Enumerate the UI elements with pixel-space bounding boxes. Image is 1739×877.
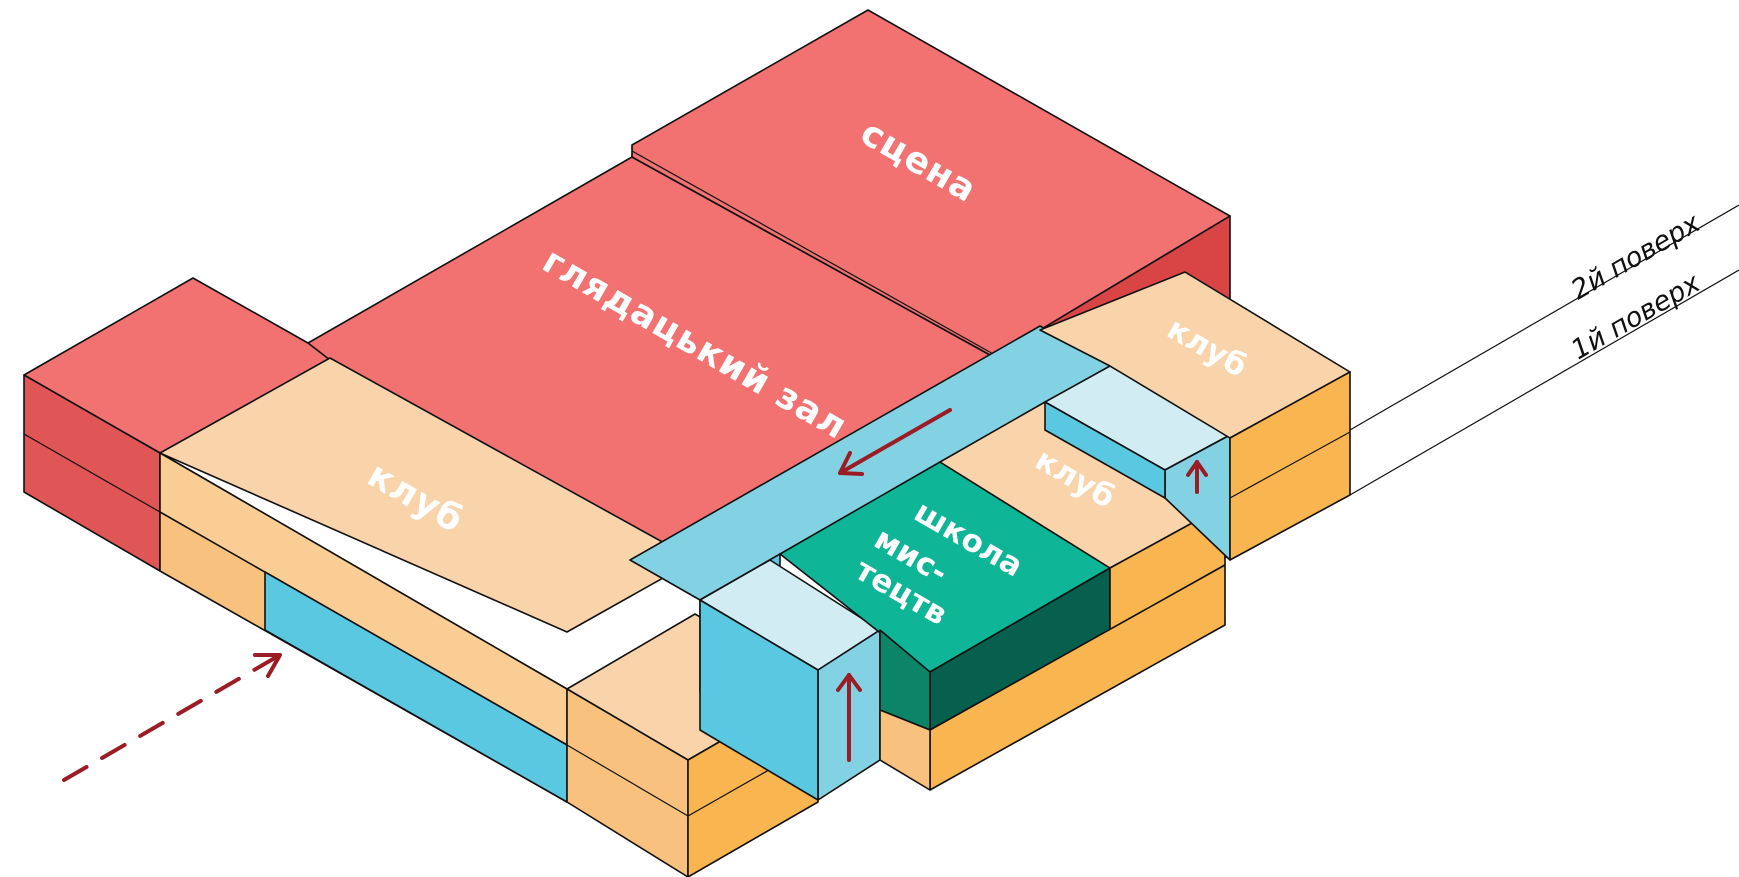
floor-2-line [1349, 204, 1739, 431]
circulation-arrows [62, 408, 1208, 782]
entrance-approach-dashed [62, 653, 282, 782]
gallery-arrow [838, 408, 952, 475]
club-right-mid-volume [879, 401, 1226, 791]
school-volume [779, 461, 1111, 731]
stair-right-arrowhead [1186, 460, 1208, 477]
club-right-mid-low-side [879, 709, 931, 791]
stair-left-arrowhead [836, 673, 862, 692]
entrance-arrowhead [253, 653, 282, 678]
gallery-arrowhead [838, 451, 864, 476]
floor-1-line [1349, 269, 1739, 496]
club-left-volume [159, 357, 696, 803]
stair-left-side [699, 599, 819, 801]
club-corner-front [566, 688, 689, 877]
floor-indicator-lines [1349, 204, 1739, 496]
stair-right-side [1044, 401, 1166, 499]
